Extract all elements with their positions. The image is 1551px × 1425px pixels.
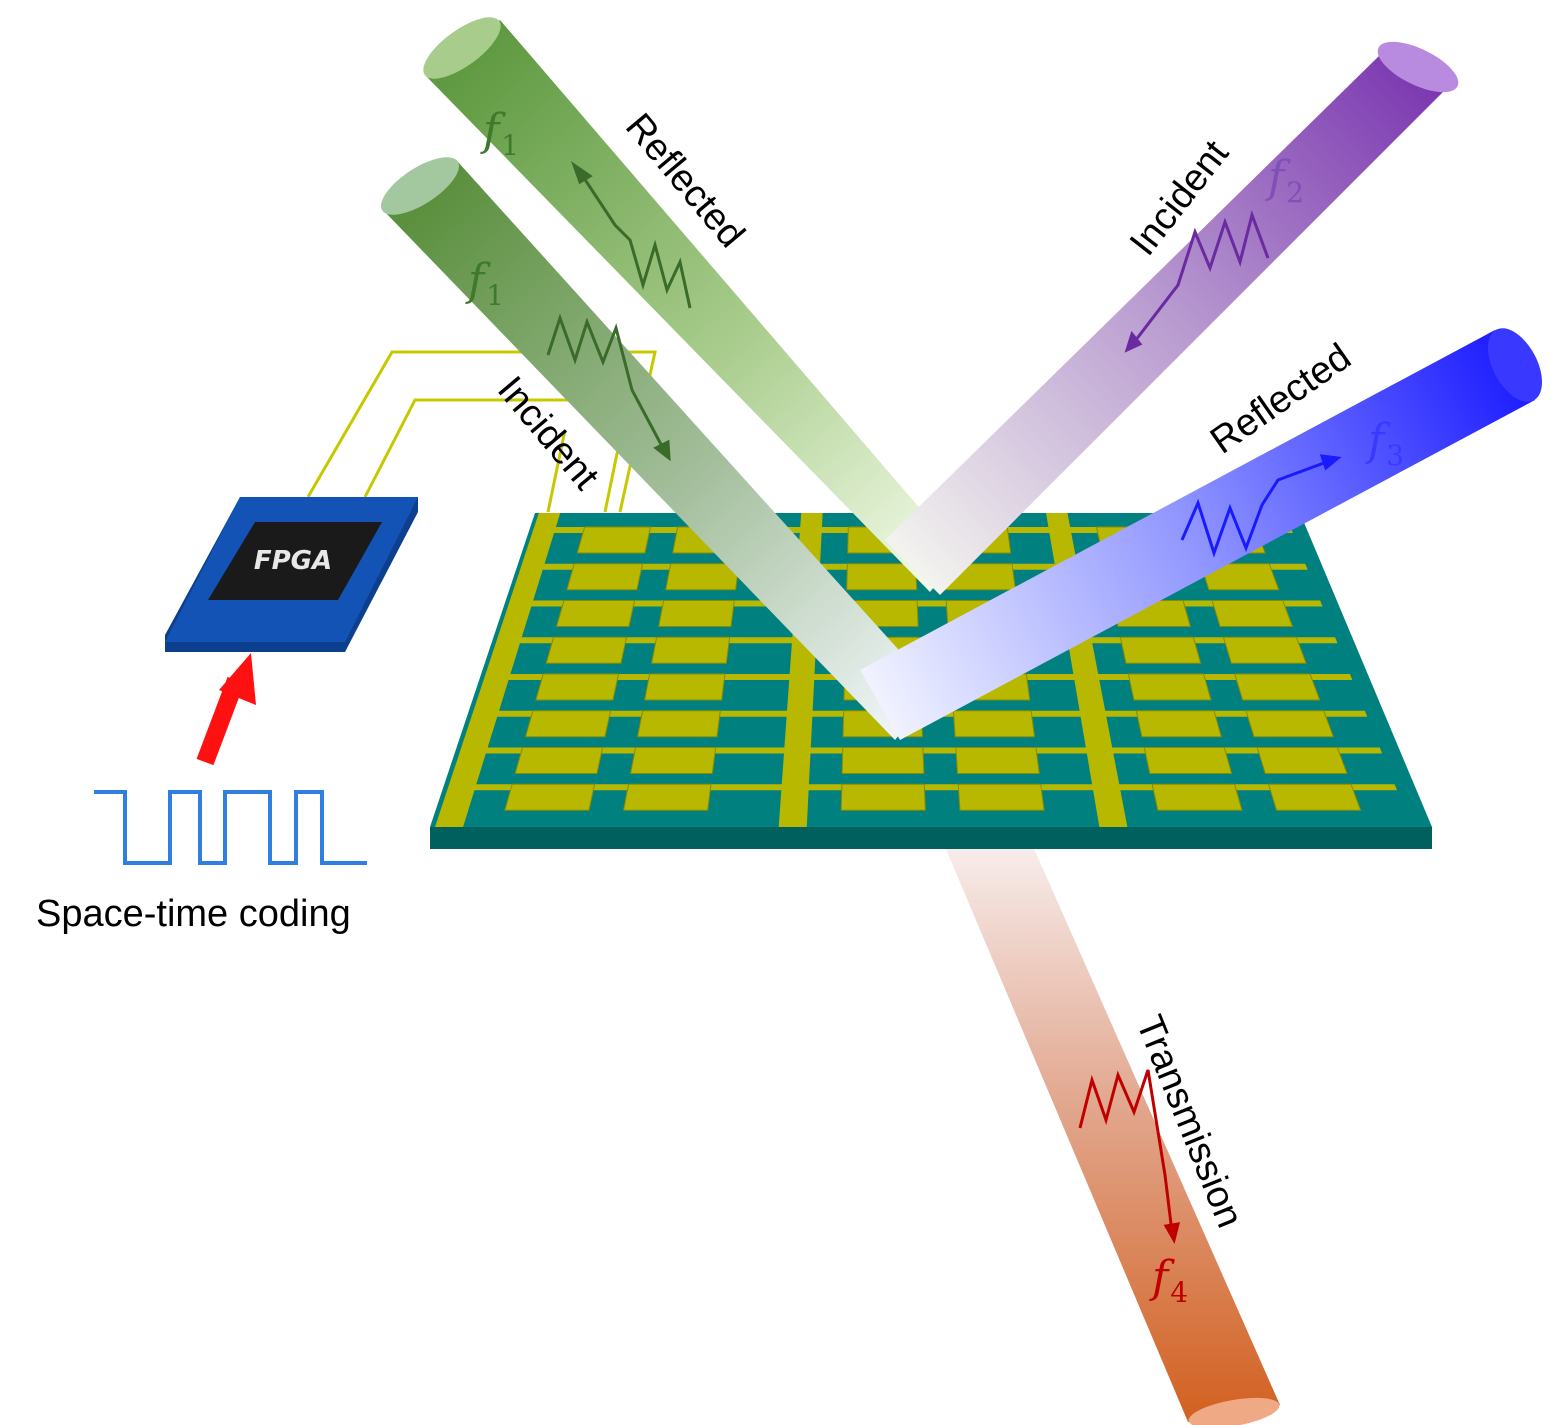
metal-patch	[840, 783, 926, 811]
fpga-label: FPGA	[254, 546, 332, 576]
blue-reflected-beam	[860, 328, 1543, 740]
metal-patch	[841, 747, 925, 774]
metal-patch	[545, 636, 628, 664]
metal-patch	[1143, 747, 1233, 774]
fpga-chip	[208, 522, 382, 600]
metal-patch	[576, 526, 652, 554]
metal-patch	[566, 563, 644, 591]
metal-patch	[1245, 710, 1335, 738]
wave-f3-reflected	[1180, 454, 1342, 558]
metal-rail	[473, 747, 1383, 754]
metal-patch	[524, 710, 612, 738]
metal-patch	[658, 600, 735, 627]
metal-patch	[1267, 783, 1362, 811]
metal-patch	[1200, 563, 1280, 591]
wave-f2-incident	[1124, 209, 1270, 353]
metal-patch	[504, 783, 596, 811]
metal-patch	[1119, 636, 1202, 664]
metal-patch	[622, 783, 712, 811]
metal-patch	[644, 673, 726, 701]
wave-f4-transmission	[1078, 1069, 1181, 1244]
metal-patch	[629, 747, 717, 774]
metal-patch	[952, 710, 1036, 738]
fpga-board[interactable]: FPGA	[165, 497, 418, 652]
wire-2	[363, 398, 630, 513]
metal-patch	[1135, 710, 1222, 738]
wave-f1-reflected	[571, 161, 692, 309]
transmission-beam	[940, 835, 1280, 1425]
metal-patch	[955, 747, 1040, 774]
control-arrow	[196, 653, 256, 766]
metal-patch	[1151, 783, 1243, 811]
coding-square-wave	[94, 790, 367, 865]
wire-3	[546, 429, 567, 513]
metal-patch	[535, 673, 620, 701]
metal-patch	[846, 563, 918, 591]
metal-strip	[435, 513, 561, 827]
coding-caption: Space-time coding	[36, 893, 351, 935]
green-reflected-beam	[423, 17, 960, 592]
metal-patch	[1127, 673, 1212, 701]
metal-patch	[1222, 636, 1307, 664]
metal-patch	[665, 563, 740, 591]
wave-f1-incident	[546, 313, 671, 462]
metal-patch	[637, 710, 721, 738]
metal-patch	[514, 747, 604, 774]
metal-patch	[1256, 747, 1348, 774]
metal-patch	[1234, 673, 1321, 701]
metal-patch	[555, 600, 636, 627]
metal-patch	[1211, 600, 1294, 627]
metal-patch	[957, 783, 1045, 811]
metal-rail	[520, 600, 1323, 607]
metal-patches	[504, 526, 1362, 811]
metal-patch	[651, 636, 731, 664]
metal-rail	[461, 784, 1398, 791]
purple-incident-beam	[885, 41, 1459, 595]
substrate-side	[430, 827, 1432, 849]
